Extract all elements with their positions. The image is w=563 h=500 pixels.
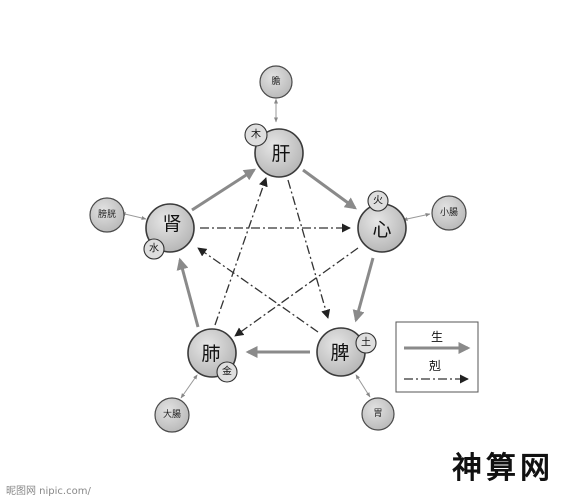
- link-lung-large-intestine: [180, 374, 198, 399]
- organ-kidney[interactable]: 肾 水: [143, 203, 195, 260]
- paired-gallbladder[interactable]: 膽: [259, 65, 293, 99]
- link-kidney-bladder: [120, 212, 147, 220]
- paired-bladder[interactable]: 膀胱: [89, 197, 125, 233]
- organ-heart[interactable]: 心 火: [357, 190, 407, 253]
- organ-spleen-label: 脾: [330, 342, 349, 364]
- paired-large-intestine[interactable]: 大腸: [154, 397, 190, 433]
- generate-arrow-lung-kidney: [176, 257, 200, 328]
- generate-arrow-kidney-liver: [191, 168, 257, 212]
- element-earth-badge: 土: [361, 336, 371, 349]
- legend-generate-label: 生: [431, 330, 443, 344]
- element-fire-badge: 火: [373, 195, 383, 207]
- organ-heart-label: 心: [372, 219, 391, 241]
- control-arrow-spleen-kidney: [197, 247, 319, 333]
- organ-lung-label: 肺: [201, 343, 220, 365]
- legend-control-label: 剋: [429, 359, 441, 373]
- paired-large-intestine-label: 大腸: [163, 408, 181, 420]
- organ-liver[interactable]: 肝 木: [244, 123, 304, 178]
- organ-lung[interactable]: 肺 金: [187, 328, 238, 383]
- organ-spleen[interactable]: 脾 土: [316, 327, 377, 377]
- paired-small-intestine-label: 小腸: [440, 207, 458, 218]
- controlling-arrows: [197, 177, 359, 337]
- generating-arrows: [176, 168, 375, 358]
- paired-gallbladder-label: 膽: [271, 75, 280, 87]
- paired-bladder-label: 膀胱: [98, 208, 116, 220]
- control-arrow-heart-lung: [234, 247, 359, 337]
- watermark-text: 昵图网 nipic.com/: [6, 485, 91, 497]
- element-metal-badge: 金: [222, 365, 232, 378]
- link-heart-small-intestine: [402, 213, 431, 221]
- organ-kidney-label: 肾: [162, 213, 181, 235]
- brand-logo-text: 神算网: [452, 451, 554, 486]
- paired-links: [120, 98, 431, 399]
- generate-arrow-liver-heart: [302, 168, 357, 210]
- element-wood-badge: 木: [251, 129, 261, 141]
- control-arrow-liver-spleen: [287, 179, 331, 319]
- paired-small-intestine[interactable]: 小腸: [431, 195, 467, 231]
- control-arrow-lung-liver: [214, 177, 268, 326]
- paired-stomach-label: 胃: [373, 408, 382, 419]
- generate-arrow-heart-spleen: [352, 257, 375, 323]
- organ-liver-label: 肝: [271, 143, 290, 165]
- element-water-badge: 水: [149, 243, 159, 255]
- link-spleen-stomach: [355, 374, 371, 398]
- paired-stomach[interactable]: 胃: [361, 397, 395, 431]
- legend: 生 剋: [395, 321, 479, 393]
